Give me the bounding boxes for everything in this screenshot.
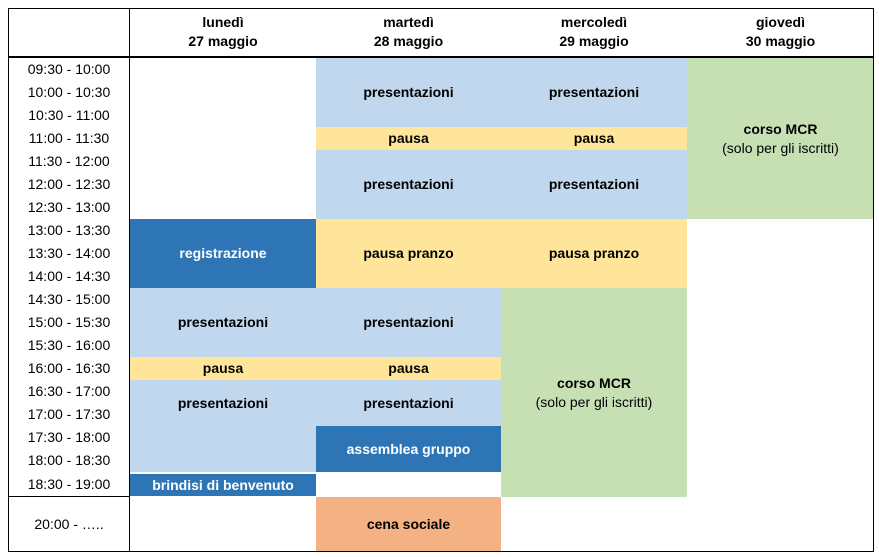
time-slot: 14:00 - 14:30	[27, 268, 111, 285]
time-slot: 10:30 - 11:00	[28, 107, 110, 124]
event-presentazioni: presentazioni	[316, 380, 501, 426]
event-pausa: pausa	[501, 127, 687, 150]
time-slot: 11:30 - 12:00	[28, 153, 110, 170]
event-pausa-pranzo: pausa pranzo	[316, 219, 501, 288]
day-name: giovedì	[755, 14, 805, 31]
day-name: mercoledì	[560, 14, 628, 31]
table-border-bottom	[8, 551, 874, 552]
event-note: (solo per gli iscritti)	[722, 139, 839, 156]
event-assemblea-gruppo: assemblea gruppo	[316, 426, 501, 472]
time-slot: 16:30 - 17:00	[27, 383, 111, 400]
event-presentazioni: presentazioni	[316, 150, 501, 219]
event-pausa-pranzo: pausa pranzo	[501, 219, 687, 288]
event-note: (solo per gli iscritti)	[535, 393, 653, 410]
event-corso-mcr: corso MCR (solo per gli iscritti)	[501, 288, 687, 497]
event-pausa: pausa	[130, 357, 316, 380]
event-title: corso MCR	[557, 374, 631, 391]
event-pausa: pausa	[316, 357, 501, 380]
time-slot: 11:00 - 11:30	[28, 130, 110, 147]
header-day-tuesday: martedì 28 maggio	[316, 8, 501, 56]
schedule-table: lunedì 27 maggio martedì 28 maggio merco…	[8, 8, 874, 552]
event-pausa: pausa	[316, 127, 501, 150]
day-date: 30 maggio	[745, 33, 816, 49]
time-slot: 12:00 - 12:30	[27, 176, 111, 193]
day-name: martedì	[383, 14, 434, 31]
time-column-separator	[129, 8, 130, 552]
day-name: lunedì	[202, 14, 244, 31]
time-slot: 13:30 - 14:00	[27, 245, 111, 262]
day-date: 28 maggio	[373, 33, 444, 49]
time-slot: 15:30 - 16:00	[27, 337, 111, 354]
time-slot: 16:00 - 16:30	[27, 360, 111, 377]
time-slot: 20:00 - …..	[34, 516, 104, 533]
event-presentazioni: presentazioni	[501, 150, 687, 219]
time-slot: 10:00 - 10:30	[27, 84, 111, 101]
event-presentazioni: presentazioni	[130, 288, 316, 357]
header-day-monday: lunedì 27 maggio	[130, 8, 316, 56]
event-corso-mcr: corso MCR (solo per gli iscritti)	[687, 58, 874, 219]
table-border-left	[8, 8, 9, 552]
event-presentazioni: presentazioni	[501, 58, 687, 127]
time-slot: 17:30 - 18:00	[27, 429, 111, 446]
event-registrazione: registrazione	[130, 219, 316, 288]
event-cena-sociale: cena sociale	[316, 497, 501, 552]
time-slot: 18:00 - 18:30	[27, 452, 111, 469]
header-day-thursday: giovedì 30 maggio	[687, 8, 874, 56]
time-slot: 18:30 - 19:00	[27, 476, 111, 493]
day-date: 27 maggio	[188, 33, 258, 49]
event-presentazioni: presentazioni	[130, 380, 316, 426]
time-slot: 13:00 - 13:30	[27, 222, 111, 239]
event-title: corso MCR	[743, 120, 818, 137]
event-presentazioni: presentazioni	[316, 288, 501, 357]
time-slot: 09:30 - 10:00	[27, 61, 111, 78]
table-border-top	[8, 8, 874, 9]
header-day-wednesday: mercoledì 29 maggio	[501, 8, 687, 56]
time-slot: 17:00 - 17:30	[27, 406, 111, 423]
header-separator	[8, 56, 874, 58]
last-row-separator	[8, 496, 130, 497]
day-date: 29 maggio	[559, 33, 629, 49]
time-slot: 12:30 - 13:00	[27, 199, 111, 216]
table-border-right	[873, 8, 874, 552]
event-presentazioni: presentazioni	[316, 58, 501, 127]
event-presentazioni-continued	[130, 426, 316, 472]
event-brindisi: brindisi di benvenuto	[130, 474, 316, 496]
time-slot: 15:00 - 15:30	[27, 314, 111, 331]
time-slot: 14:30 - 15:00	[27, 291, 111, 308]
